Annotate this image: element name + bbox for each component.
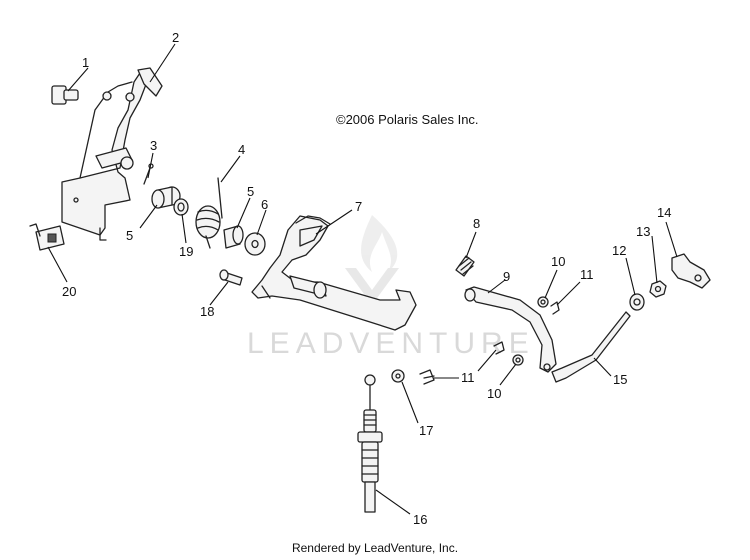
part-lever-arm (671, 253, 711, 289)
part-brake-pedal (251, 215, 417, 331)
part-bushing-right (223, 225, 244, 249)
callout-5-left: 5 (126, 228, 133, 243)
callout-11-lower: 11 (461, 370, 475, 385)
part-clip-11-middle (493, 341, 505, 355)
callout-17: 17 (419, 423, 433, 438)
callout-14: 14 (657, 205, 671, 220)
callout-20: 20 (62, 284, 76, 299)
callout-2: 2 (172, 30, 179, 45)
part-washer-6 (244, 232, 266, 256)
callout-4: 4 (238, 142, 245, 157)
watermark-logo (345, 215, 399, 305)
callout-12: 12 (612, 243, 626, 258)
callout-9: 9 (503, 269, 510, 284)
callout-18: 18 (200, 304, 214, 319)
watermark-text: LEADVENTURE (247, 327, 535, 360)
callout-11-upper: 11 (580, 267, 594, 282)
callout-labels: 1 2 3 4 5 5 6 7 8 9 10 10 11 11 12 13 14… (62, 30, 671, 527)
part-clip-11-upper (550, 301, 560, 315)
callout-3: 3 (150, 138, 157, 153)
part-washer-10-lower (512, 354, 524, 366)
part-pin-18 (219, 269, 243, 286)
callout-8: 8 (473, 216, 480, 231)
footer-credit: Rendered by LeadVenture, Inc. (291, 541, 459, 555)
callout-1: 1 (82, 55, 89, 70)
part-bushing-12 (629, 293, 645, 311)
callout-6: 6 (261, 197, 268, 212)
callout-7: 7 (355, 199, 362, 214)
part-return-spring (455, 255, 475, 277)
part-rod-lever (464, 286, 557, 373)
part-washer-17 (391, 369, 405, 383)
part-nut-13 (649, 280, 667, 298)
part-bushing-left (151, 186, 181, 209)
callout-19: 19 (179, 244, 193, 259)
part-brake-switch (29, 223, 65, 251)
part-washer-19 (173, 198, 189, 216)
part-bolt (51, 85, 79, 105)
part-brake-cable (357, 374, 383, 513)
callout-15: 15 (613, 372, 627, 387)
callout-16: 16 (413, 512, 427, 527)
leader-lines (47, 43, 678, 515)
callout-13: 13 (636, 224, 650, 239)
part-washer-10-upper (537, 296, 549, 308)
callout-10-upper: 10 (551, 254, 565, 269)
part-pedal-bracket (61, 67, 163, 241)
callout-5-right: 5 (247, 184, 254, 199)
part-brake-rod (551, 311, 631, 383)
part-clip-11-lower (419, 369, 435, 385)
copyright-text: ©2006 Polaris Sales Inc. (336, 112, 479, 127)
callout-10-lower: 10 (487, 386, 501, 401)
part-torsion-spring (195, 177, 223, 249)
